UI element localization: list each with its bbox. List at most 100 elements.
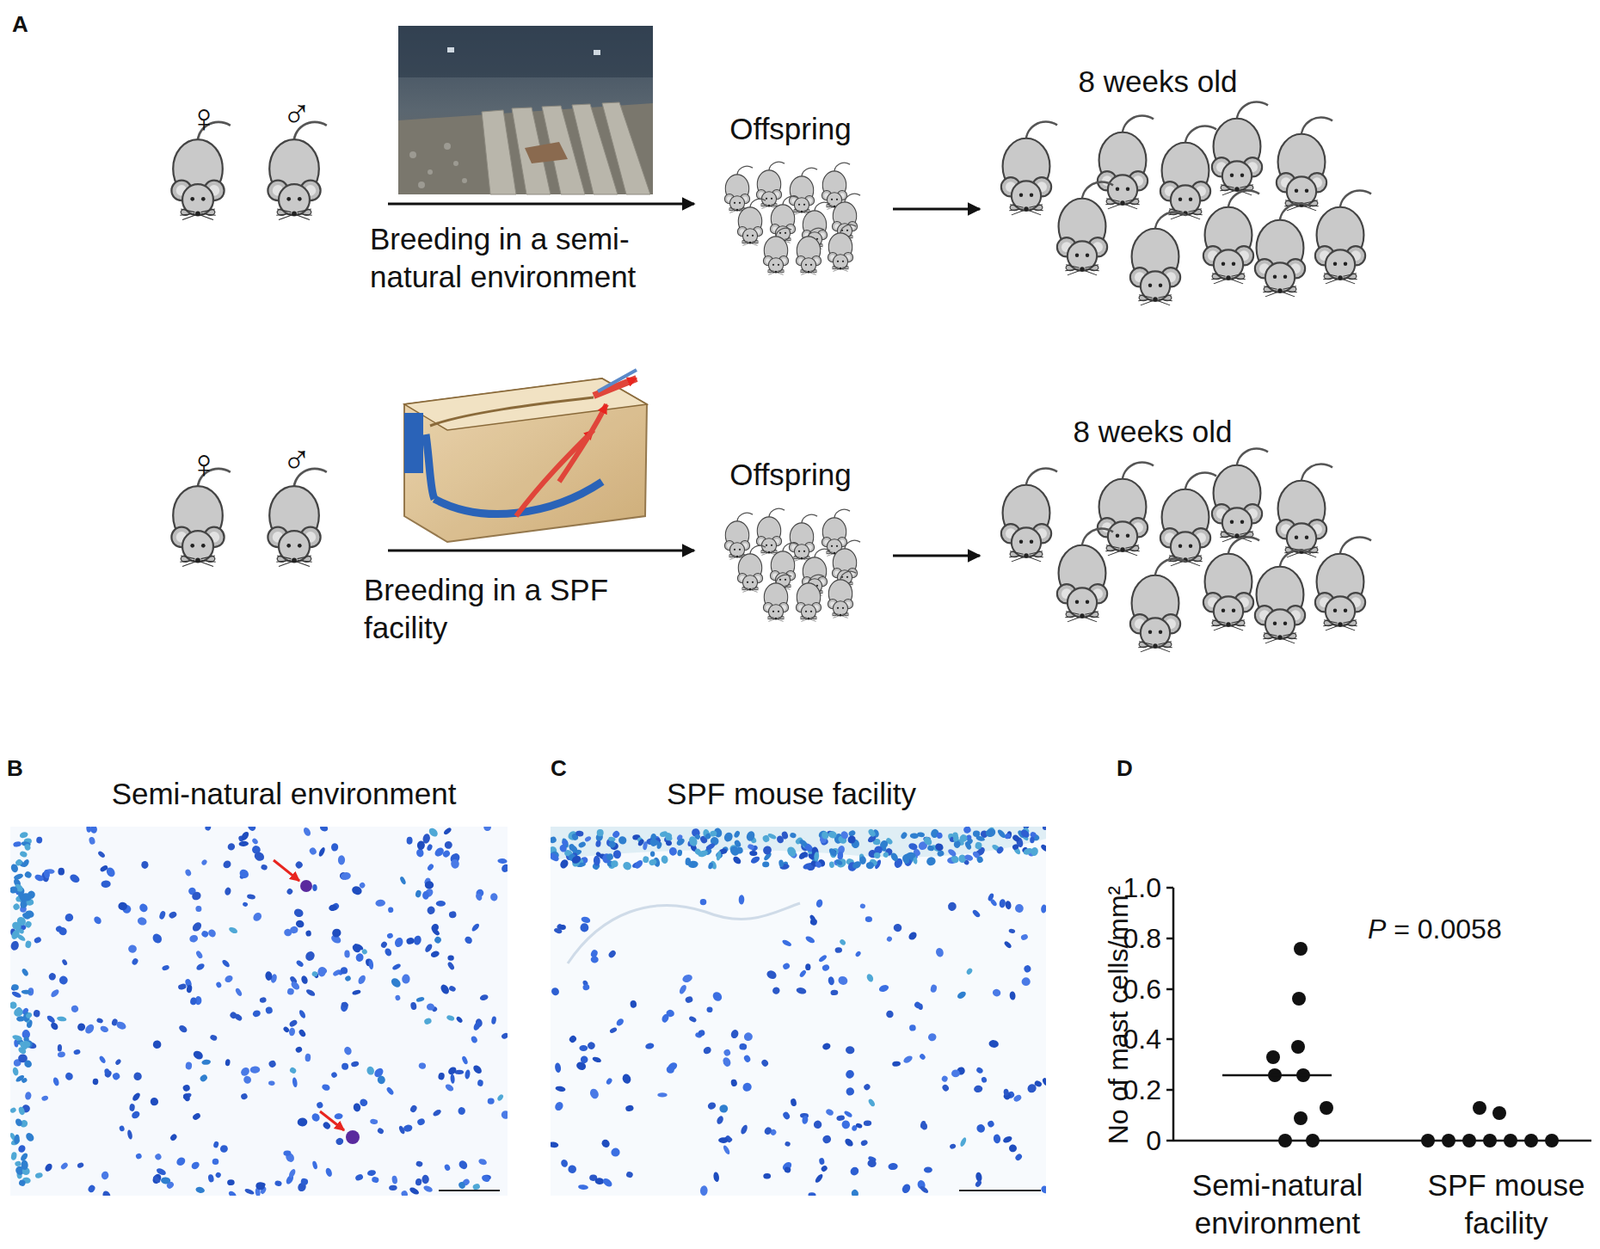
cell-nucleus [20, 1076, 28, 1084]
cell-nucleus [913, 1000, 924, 1010]
cell-nucleus [497, 858, 508, 865]
cell-nucleus [18, 849, 28, 858]
cell-nucleus [1008, 928, 1016, 935]
mouse-icon [827, 224, 856, 271]
median-line [1222, 1074, 1332, 1077]
cell-nucleus [221, 958, 231, 968]
cell-nucleus [629, 999, 637, 1009]
cell-nucleus [951, 1070, 960, 1078]
cell-nucleus [344, 949, 351, 958]
cell-nucleus [815, 898, 825, 909]
cell-nucleus [351, 989, 362, 997]
cell-nucleus [343, 1045, 354, 1056]
cell-nucleus [10, 886, 19, 894]
cell-nucleus [240, 1092, 249, 1101]
cell-nucleus [578, 1184, 589, 1191]
cell-nucleus [491, 1015, 498, 1025]
mouse-icon [1315, 190, 1372, 284]
cell-nucleus [834, 858, 844, 867]
cell-nucleus [56, 1015, 68, 1022]
cell-nucleus [86, 1183, 97, 1194]
cell-nucleus [341, 1062, 350, 1071]
cell-nucleus [311, 1160, 319, 1170]
cell-nucleus [567, 1164, 577, 1174]
cell-nucleus [575, 830, 585, 837]
cell-nucleus [919, 1120, 927, 1129]
cell-nucleus [315, 1101, 325, 1110]
cell-nucleus [24, 1011, 33, 1020]
cell-nucleus [457, 1181, 467, 1190]
cage-illustration [404, 369, 647, 542]
cell-nucleus [863, 1120, 873, 1127]
cell-nucleus [388, 1185, 398, 1192]
cell-nucleus [10, 1151, 18, 1161]
cell-nucleus [681, 973, 694, 985]
data-points [1266, 941, 1559, 1148]
cell-nucleus [805, 963, 811, 971]
cell-nucleus [804, 935, 816, 945]
cell-nucleus [763, 1126, 773, 1136]
cell-nucleus [941, 1074, 949, 1084]
cell-nucleus [260, 863, 269, 871]
cell-nucleus [240, 830, 251, 842]
cell-nucleus [781, 1110, 792, 1120]
cell-nucleus [130, 1109, 142, 1120]
cell-nucleus [195, 949, 204, 960]
cell-nucleus [135, 1152, 143, 1161]
cell-nucleus [887, 1163, 899, 1171]
cell-nucleus [310, 1112, 322, 1124]
cell-nucleus [625, 1104, 635, 1113]
cell-nucleus [61, 958, 68, 967]
cell-nucleus [741, 1081, 754, 1094]
cell-nucleus [10, 928, 22, 941]
cell-nucleus [992, 1133, 1002, 1145]
cell-nucleus [986, 1120, 996, 1129]
cell-nucleus [688, 1015, 698, 1023]
cell-nucleus [971, 909, 981, 919]
cell-nucleus [18, 1179, 27, 1188]
cell-nucleus [206, 928, 217, 939]
mouse-icon [724, 166, 753, 213]
cell-nucleus [867, 1158, 877, 1168]
cell-nucleus [550, 836, 558, 845]
cell-nucleus [96, 1017, 105, 1025]
cell-nucleus [590, 948, 600, 959]
cell-nucleus [11, 990, 23, 999]
cell-nucleus [178, 1023, 189, 1034]
cell-nucleus [637, 837, 646, 847]
mouse-icon [756, 508, 785, 555]
cell-nucleus [595, 839, 602, 848]
cell-nucleus [296, 1117, 308, 1127]
cell-nucleus [43, 868, 51, 879]
cell-nucleus [827, 830, 837, 839]
cell-nucleus [615, 1017, 626, 1028]
cell-nucleus [391, 962, 402, 972]
cell-nucleus [490, 892, 499, 902]
cell-nucleus [1021, 977, 1031, 987]
cell-nucleus [430, 949, 441, 959]
mouse-icon [1057, 529, 1114, 622]
cell-nucleus [676, 849, 684, 856]
cell-nucleus [285, 887, 294, 896]
cell-nucleus [70, 1004, 80, 1014]
cell-nucleus [424, 880, 435, 890]
cell-nucleus [781, 961, 791, 971]
cell-nucleus [118, 1125, 126, 1133]
cell-nucleus [410, 1001, 418, 1010]
mouse-icon [788, 514, 818, 561]
cell-nucleus [761, 843, 774, 856]
cell-nucleus [487, 1097, 495, 1105]
cell-nucleus [307, 846, 318, 856]
cell-nucleus [973, 1084, 984, 1093]
cell-nucleus [148, 1095, 160, 1108]
cell-nucleus [400, 1189, 409, 1196]
cell-nucleus [369, 1118, 379, 1125]
cell-nucleus [152, 1175, 161, 1184]
environment-photo [398, 25, 653, 195]
p-value: P = 0.0058 [1367, 911, 1502, 947]
cell-nucleus [399, 875, 407, 886]
cell-nucleus [333, 1113, 344, 1120]
cell-nucleus [303, 949, 317, 963]
cell-nucleus [207, 1174, 215, 1183]
mouse-icon [1255, 203, 1311, 297]
